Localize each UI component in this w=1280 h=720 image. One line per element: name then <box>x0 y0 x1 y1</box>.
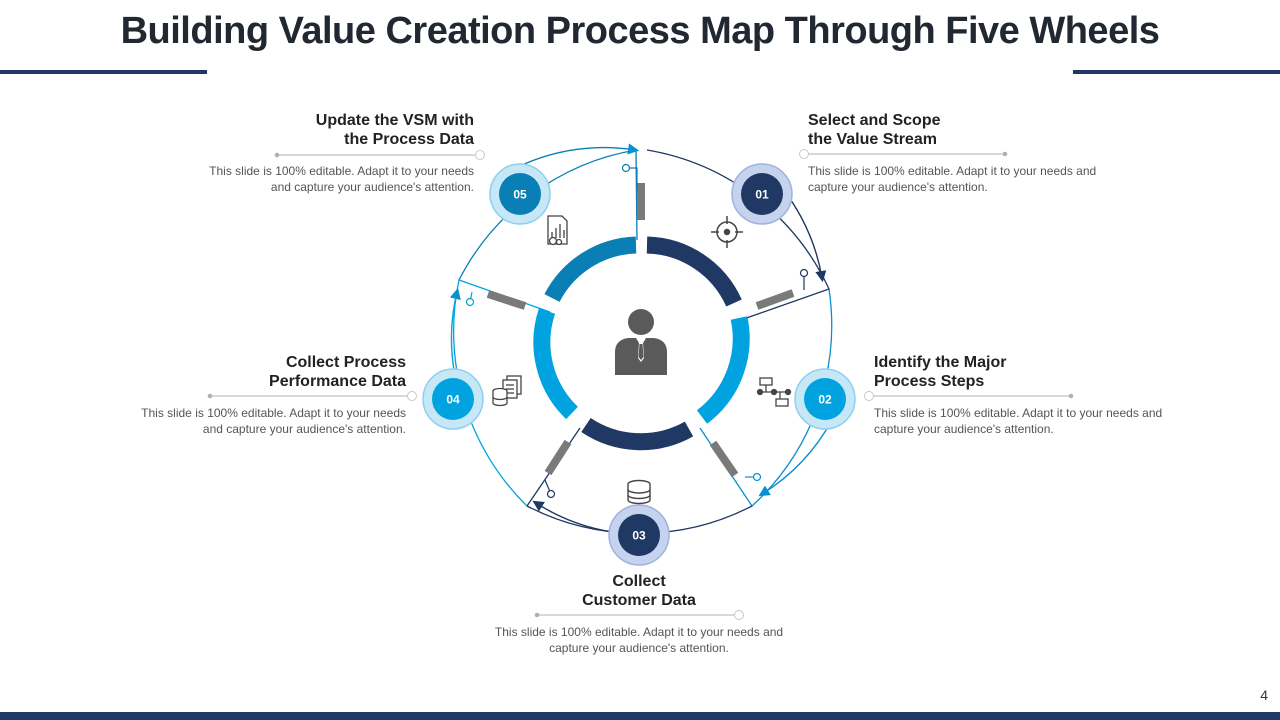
badge-number-04: 04 <box>446 393 460 407</box>
inner-ring-01 <box>646 236 742 307</box>
step-03-heading-line1: Collect <box>612 573 666 590</box>
connector-bar-02 <box>709 440 739 478</box>
badge-05: 05 <box>489 163 551 225</box>
badge-01: 01 <box>731 163 793 225</box>
step-01-desc-line1: This slide is 100% editable. Adapt it to… <box>808 164 1097 178</box>
step-04-desc-line1: This slide is 100% editable. Adapt it to… <box>141 406 406 420</box>
documents-icon <box>492 375 522 407</box>
connector-dot-05 <box>621 163 631 173</box>
step-04-description: This slide is 100% editable. Adapt it to… <box>66 405 406 437</box>
connector-dot-01 <box>799 268 809 278</box>
step-02-desc-line2: capture your audience's attention. <box>874 422 1054 436</box>
person-icon <box>615 309 667 375</box>
connector-dot-04 <box>465 297 475 307</box>
title-rule-right <box>1073 70 1280 74</box>
inner-ring-03 <box>581 417 694 451</box>
badge-number-05: 05 <box>513 188 527 202</box>
outer-segment-05 <box>458 149 638 281</box>
arrow-03 <box>532 500 613 533</box>
connector-bar-04 <box>486 290 527 310</box>
inner-ring-05 <box>544 236 637 303</box>
inner-ring-02 <box>696 316 750 424</box>
report-chart-icon <box>547 215 568 246</box>
database-icon <box>627 479 651 505</box>
step-04-desc-line2: and capture your audience's attention. <box>202 422 406 436</box>
target-icon <box>711 216 743 248</box>
step-02-heading: Identify the Major Process Steps <box>874 353 1214 391</box>
step-02-desc-line1: This slide is 100% editable. Adapt it to… <box>874 406 1163 420</box>
badge-number-03: 03 <box>632 529 646 543</box>
step-03-description: This slide is 100% editable. Adapt it to… <box>439 624 839 656</box>
step-05-heading: Update the VSM with the Process Data <box>134 111 474 149</box>
step-04-heading-line1: Collect Process <box>285 354 406 371</box>
step-02-heading-line1: Identify the Major <box>874 354 1007 371</box>
step-05-text: Update the VSM with the Process Data Thi… <box>134 111 474 195</box>
slide-title: Building Value Creation Process Map Thro… <box>120 10 1160 52</box>
connector-dot-03 <box>546 489 556 499</box>
step-05-description: This slide is 100% editable. Adapt it to… <box>134 163 474 195</box>
step-01-heading-line1: Select and Scope <box>808 112 941 129</box>
title-rule-left <box>0 70 207 74</box>
step-02-text: Identify the Major Process Steps This sl… <box>874 353 1214 437</box>
step-04-text: Collect Process Performance Data This sl… <box>66 353 406 437</box>
page-number: 4 <box>1260 687 1268 703</box>
step-01-description: This slide is 100% editable. Adapt it to… <box>808 163 1148 195</box>
step-03-text: Collect Customer Data This slide is 100%… <box>439 572 839 656</box>
badge-02: 02 <box>794 368 856 430</box>
step-05-heading-line1: Update the VSM with <box>315 112 474 129</box>
step-03-desc-line1: This slide is 100% editable. Adapt it to… <box>494 625 784 639</box>
step-01-text: Select and Scope the Value Stream This s… <box>808 111 1148 195</box>
step-01-heading: Select and Scope the Value Stream <box>808 111 1148 149</box>
step-05-desc-line2: and capture your audience's attention. <box>270 180 474 194</box>
arrow-05 <box>519 143 640 167</box>
connector-bar-01 <box>755 289 795 310</box>
step-03-heading-line2: Customer Data <box>582 592 696 609</box>
step-04-heading-line2: Performance Data <box>269 373 406 390</box>
flowchart-icon <box>756 377 792 407</box>
connector-bar-03 <box>544 439 572 476</box>
inner-ring-04 <box>533 308 579 420</box>
badge-04: 04 <box>422 368 484 430</box>
arrow-02 <box>758 419 833 497</box>
step-01-desc-line2: capture your audience's attention. <box>808 180 988 194</box>
step-03-desc-line2: capture your audience's attention. <box>549 641 729 655</box>
step-03-heading: Collect Customer Data <box>439 572 839 610</box>
step-05-desc-line1: This slide is 100% editable. Adapt it to… <box>209 164 474 178</box>
connector-dot-02 <box>752 472 762 482</box>
step-04-heading: Collect Process Performance Data <box>66 353 406 391</box>
badge-number-01: 01 <box>755 188 769 202</box>
badge-number-02: 02 <box>818 393 832 407</box>
badge-03: 03 <box>608 504 670 566</box>
footer-bar <box>0 712 1280 720</box>
step-01-heading-line2: the Value Stream <box>808 131 937 148</box>
step-02-heading-line2: Process Steps <box>874 373 985 390</box>
step-02-description: This slide is 100% editable. Adapt it to… <box>874 405 1214 437</box>
step-05-heading-line2: the Process Data <box>344 131 474 148</box>
